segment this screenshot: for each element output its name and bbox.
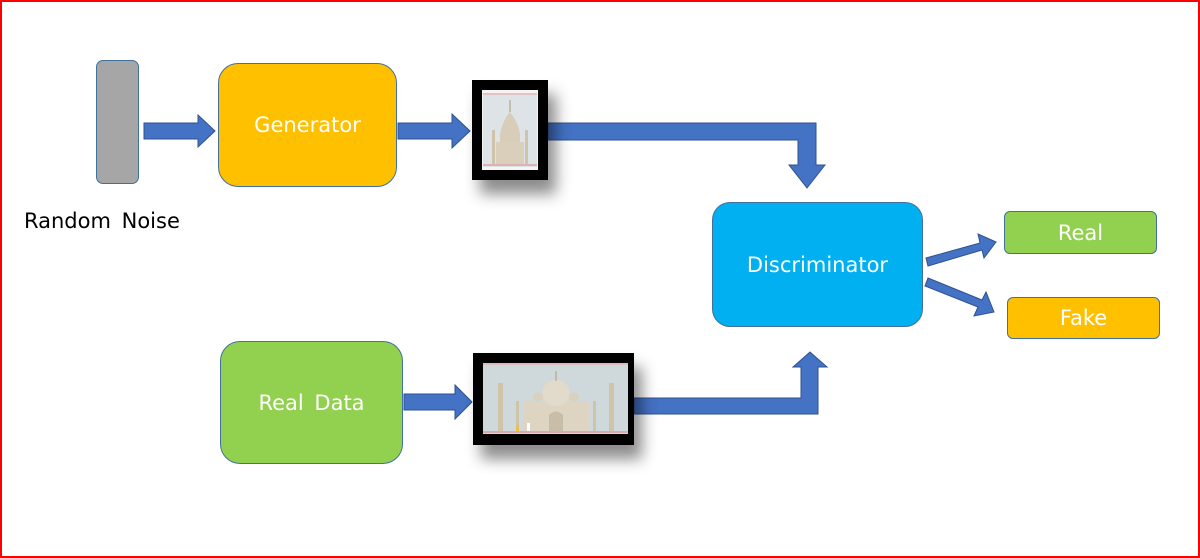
output-fake-node: Fake — [1007, 297, 1160, 339]
real-data-label: Real Data — [258, 390, 365, 415]
discriminator-label: Discriminator — [746, 252, 889, 277]
arrow-noise-to-generator — [143, 113, 216, 149]
taj-mahal-landscape-image-icon — [483, 363, 628, 434]
output-fake-label: Fake — [1059, 306, 1108, 330]
arrow-discriminator-to-fake — [924, 277, 995, 317]
discriminator-node: Discriminator — [712, 202, 923, 327]
generator-label: Generator — [254, 113, 361, 137]
arrow-real-data-to-real-image — [403, 383, 473, 421]
real-image-frame — [473, 353, 634, 445]
real-data-node: Real Data — [220, 341, 403, 464]
generated-image-frame — [472, 80, 548, 180]
arrow-discriminator-to-real — [925, 233, 997, 267]
generator-node: Generator — [218, 63, 397, 187]
arrow-generator-to-generated-image — [397, 112, 471, 150]
output-real-label: Real — [1057, 220, 1104, 245]
random-noise-label: Random Noise — [24, 209, 180, 233]
arrow-real-image-to-discriminator — [633, 351, 829, 415]
output-real-node: Real — [1004, 211, 1157, 254]
random-noise-vector — [96, 60, 139, 184]
arrow-generated-image-to-discriminator — [547, 122, 827, 189]
taj-mahal-portrait-image-icon — [482, 90, 538, 170]
